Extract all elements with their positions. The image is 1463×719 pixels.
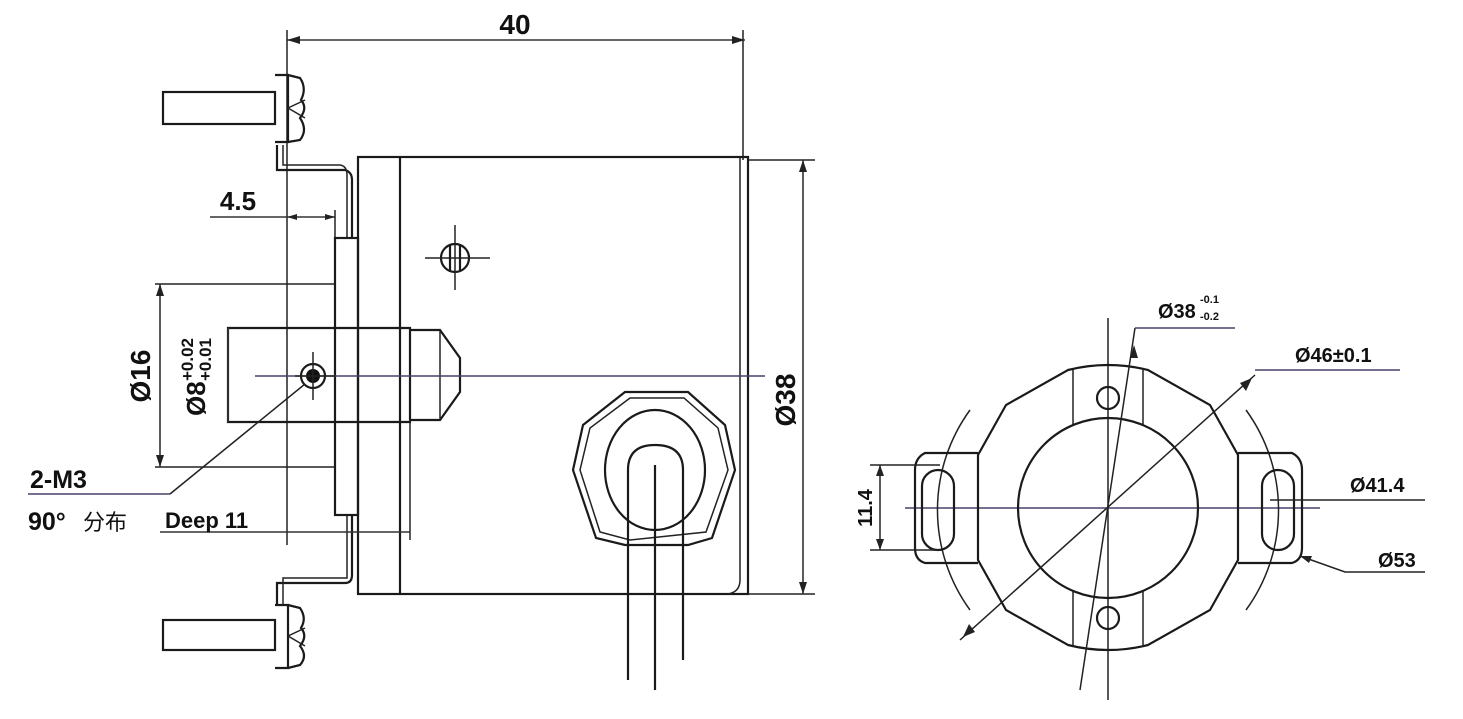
dim-body-diameter: Ø38: [748, 159, 815, 595]
dim-flange-offset: 4.5: [210, 186, 336, 238]
label-screw-thread: 2-M3: [30, 466, 87, 494]
top-mounting-screw: [161, 73, 306, 144]
label-spigot-group: Ø38 -0.1 -0.2: [1158, 294, 1219, 323]
right-ear: [1238, 451, 1304, 565]
flange-outline: [976, 363, 1240, 652]
label-spigot-dia: Ø38: [1158, 301, 1196, 323]
label-spigot-tol-upper: -0.1: [1200, 294, 1219, 306]
screw-thread-callout: 2-M3 90° 分布 Deep 11: [28, 383, 411, 540]
bottom-mounting-screw: [161, 603, 306, 670]
label-overall-length: 40: [499, 9, 530, 40]
label-pcd: Ø46±0.1: [1295, 345, 1372, 367]
label-flange-offset: 4.5: [220, 186, 256, 216]
bottom-bracket: [275, 515, 354, 605]
label-body-diameter: Ø38: [770, 374, 801, 427]
label-shaft-diameter: Ø8: [181, 381, 211, 416]
side-view: 40 4.5: [28, 9, 815, 690]
dim-boss-diameter: Ø16: [125, 283, 335, 468]
label-screw-distribution: 90°: [28, 508, 66, 536]
front-view: 11.4 Ø41.4 Ø53 Ø38 -0.1 -0.2 Ø46±0.1: [855, 294, 1425, 700]
dim-overall-length: 40: [286, 9, 745, 545]
shaft: [226, 326, 765, 424]
dim-slot-width: 11.4: [855, 464, 940, 551]
label-slot-width: 11.4: [855, 488, 877, 527]
label-screw-distribution-cn: 分布: [83, 511, 127, 536]
body-screw-symbol: [425, 225, 490, 290]
label-shaft-tol-upper: +0.02: [178, 338, 197, 381]
label-outer-dia: Ø53: [1378, 550, 1416, 572]
label-screw-depth: Deep 11: [165, 508, 248, 533]
top-bracket: [275, 145, 354, 238]
cable-gland: [571, 390, 737, 690]
label-slot-inner-dia: Ø41.4: [1350, 475, 1405, 497]
label-boss-diameter: Ø16: [125, 350, 156, 403]
left-ear: [913, 451, 978, 565]
label-shaft-tol-lower: +0.01: [196, 338, 215, 381]
dim-shaft-diameter: Ø8 +0.02 +0.01: [178, 328, 229, 422]
label-spigot-tol-lower: -0.2: [1200, 311, 1219, 323]
